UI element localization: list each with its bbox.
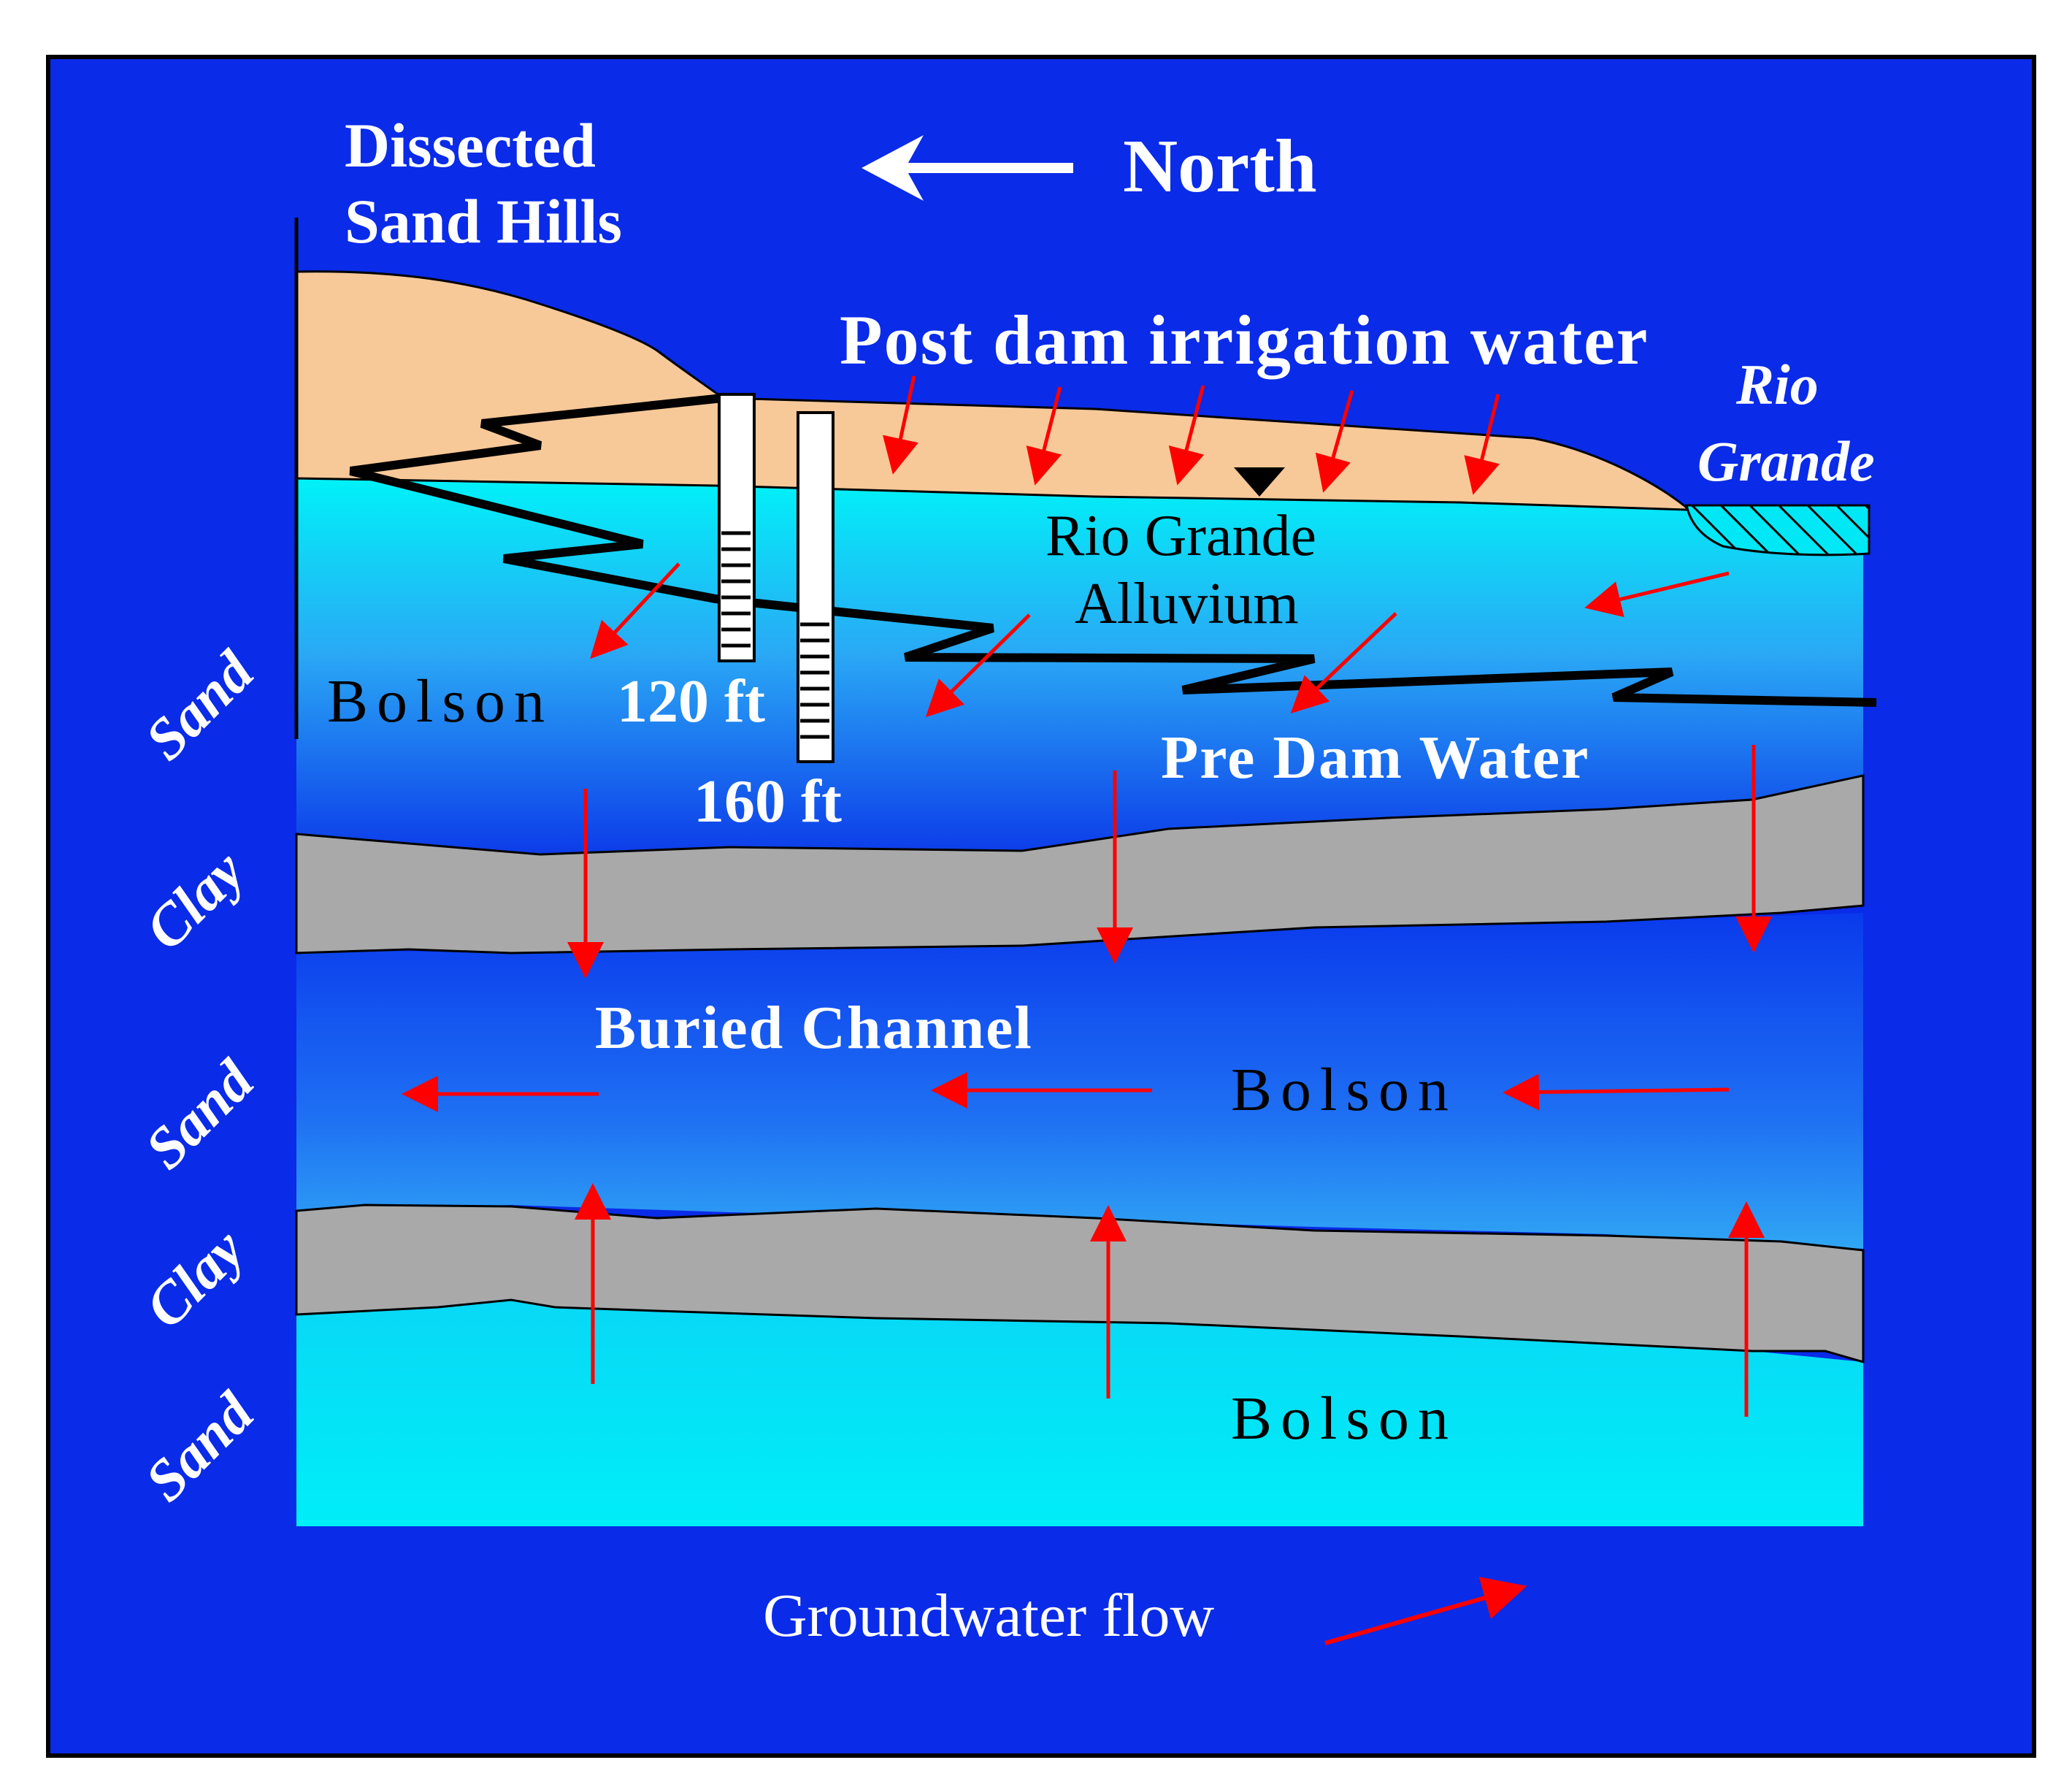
irrigation-arrow <box>1168 385 1205 486</box>
well-160ft <box>797 411 834 763</box>
flow-arrows <box>402 375 1772 1417</box>
lateral-arrow <box>1503 1074 1730 1111</box>
alluvium-arrow <box>1584 571 1730 618</box>
bolson-upper-label: Bolson <box>327 667 553 735</box>
irrigation-arrow <box>883 375 918 475</box>
red-arrow-icon <box>1324 1577 1527 1645</box>
title-line-2: Sand Hills <box>345 186 622 256</box>
north-label: North <box>1123 124 1317 208</box>
title-line-1: Dissected <box>345 110 596 180</box>
water-table-icon <box>1234 467 1285 497</box>
irrigation-arrow <box>1026 386 1062 486</box>
legend-label: Groundwater flow <box>763 1582 1214 1650</box>
alluvium-label-line-2: Alluvium <box>1075 572 1299 636</box>
alluvium-label-line-1: Rio Grande <box>1045 504 1316 568</box>
post-dam-label: Post dam irrigation water <box>840 301 1649 379</box>
irrigation-arrow <box>1464 394 1500 495</box>
river-label-line-2: Grande <box>1697 429 1875 493</box>
pre-dam-label: Pre Dam Water <box>1161 724 1589 792</box>
well-160-label: 160 ft <box>694 768 842 835</box>
alluvium-arrow <box>590 562 680 659</box>
left-arrow-icon <box>862 135 1073 201</box>
alluvium-arrow <box>925 613 1031 718</box>
bottom-sand-layer <box>296 1300 1863 1526</box>
buried-channel-label: Buried Channel <box>595 994 1033 1062</box>
bolson-lower-label: Bolson <box>1231 1385 1457 1453</box>
alluvium-bolson-contact <box>349 394 1877 707</box>
middle-sand-layer <box>296 913 1863 1249</box>
irrigation-arrow <box>1315 390 1354 493</box>
well-120ft <box>718 393 756 662</box>
upper-clay-layer <box>295 774 1865 954</box>
rio-grande-channel <box>1685 504 1870 556</box>
bolson-middle-label: Bolson <box>1231 1056 1457 1124</box>
lower-clay-layer <box>295 1204 1865 1363</box>
upper-sand-layer <box>296 478 1863 869</box>
sand-hills <box>295 270 1688 511</box>
well-120-label: 120 ft <box>617 667 765 735</box>
alluvium-arrow <box>1290 612 1397 713</box>
river-label-line-1: Rio <box>1735 353 1819 416</box>
